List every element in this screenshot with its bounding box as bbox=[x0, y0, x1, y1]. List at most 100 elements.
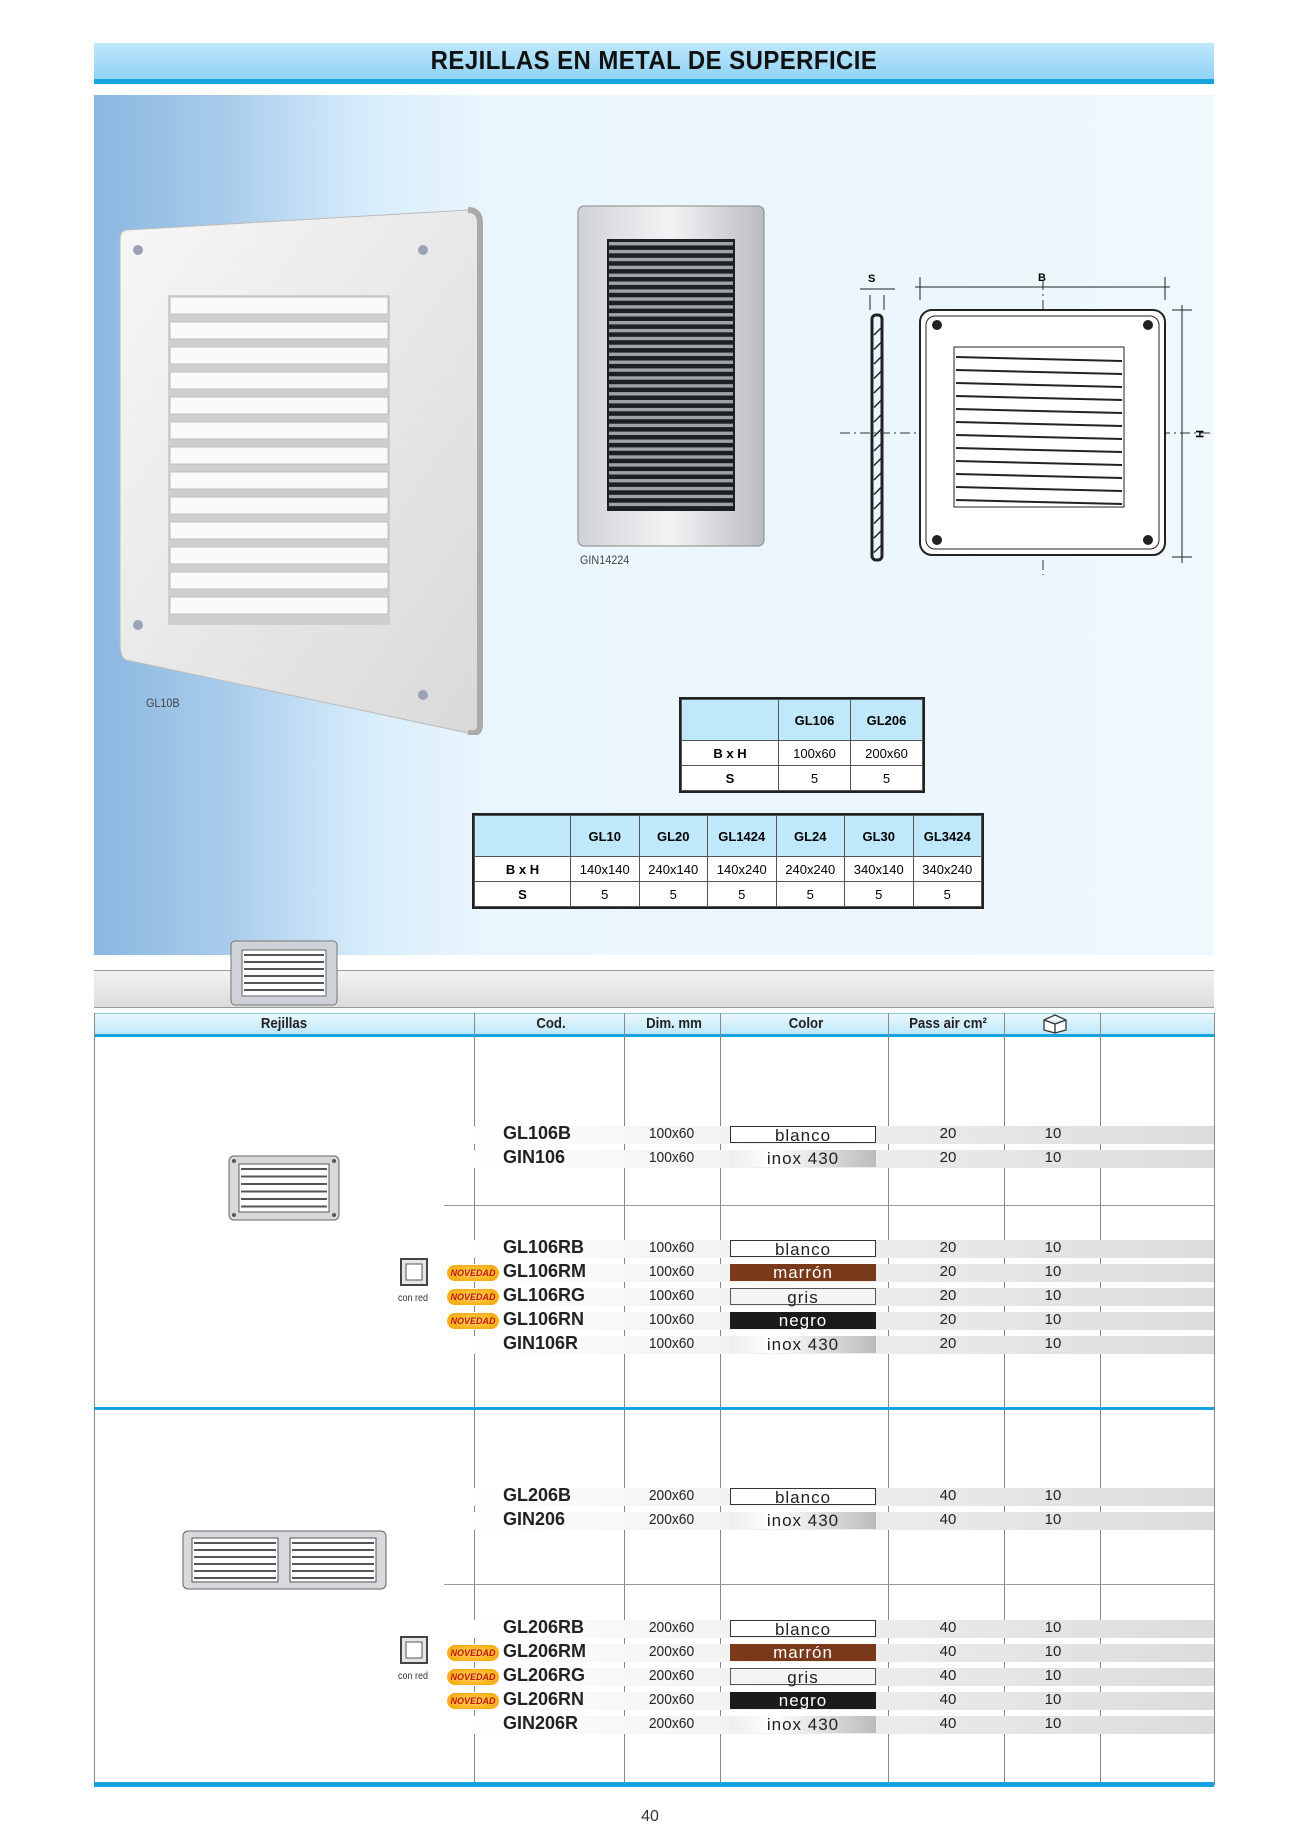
col-header-dim: Dim. mm bbox=[646, 1015, 702, 1032]
spec-large-cell: 140x240 bbox=[707, 856, 777, 882]
pass-air-value: 20 bbox=[939, 1263, 957, 1280]
slat bbox=[609, 392, 733, 396]
slat bbox=[873, 340, 883, 351]
caption-gl10b: GL10B bbox=[146, 696, 180, 710]
box-quantity: 10 bbox=[1044, 1263, 1062, 1280]
group-separator bbox=[444, 1584, 1214, 1585]
product-code: GL206RN bbox=[503, 1689, 585, 1709]
slat bbox=[609, 407, 733, 412]
slat bbox=[609, 502, 733, 507]
spec-large-corner bbox=[474, 815, 571, 857]
table-bottom-border bbox=[94, 1782, 1214, 1787]
spec-small-row-label: S bbox=[681, 765, 779, 791]
slat bbox=[609, 360, 733, 364]
table-border-left bbox=[94, 1013, 95, 1785]
color-swatch: negro bbox=[730, 1312, 876, 1329]
novedad-badge: NOVEDAD bbox=[447, 1669, 499, 1685]
spec-large-row-label: B x H bbox=[474, 856, 571, 882]
slat bbox=[609, 313, 733, 317]
dimension-s-label: S bbox=[868, 273, 875, 285]
product-dim: 200x60 bbox=[648, 1511, 695, 1528]
color-swatch: inox 430 bbox=[730, 1336, 876, 1353]
spec-large-header: GL24 bbox=[775, 815, 845, 857]
slat bbox=[609, 257, 733, 262]
product-dim: 100x60 bbox=[648, 1335, 695, 1352]
slat bbox=[169, 471, 389, 490]
slat bbox=[169, 346, 389, 365]
slat bbox=[609, 321, 733, 325]
color-swatch: inox 430 bbox=[730, 1150, 876, 1167]
col-divider bbox=[474, 1013, 475, 1785]
spec-large-cell: 5 bbox=[912, 881, 982, 907]
color-swatch: marrón bbox=[730, 1264, 876, 1281]
slat bbox=[609, 368, 733, 372]
group-separator bbox=[444, 1205, 1214, 1206]
col-header-rejillas: Rejillas bbox=[260, 1015, 308, 1032]
spec-small-cell: 5 bbox=[850, 765, 923, 791]
slat bbox=[955, 447, 1123, 453]
novedad-badge: NOVEDAD bbox=[447, 1645, 499, 1661]
slat bbox=[609, 431, 733, 435]
slat bbox=[955, 486, 1123, 492]
spec-large-cell: 240x240 bbox=[775, 856, 845, 882]
slat bbox=[873, 355, 883, 365]
product-dim: 100x60 bbox=[648, 1287, 695, 1304]
product-dim: 200x60 bbox=[648, 1487, 695, 1504]
product-dim: 100x60 bbox=[648, 1263, 695, 1280]
mesh-icon bbox=[400, 1258, 428, 1286]
slat bbox=[169, 371, 389, 390]
box-quantity: 10 bbox=[1044, 1125, 1062, 1142]
slat bbox=[873, 543, 883, 554]
slat bbox=[169, 496, 389, 515]
color-swatch: gris bbox=[730, 1288, 876, 1306]
pass-air-value: 20 bbox=[939, 1311, 957, 1328]
slat bbox=[609, 494, 733, 499]
slat bbox=[873, 427, 883, 438]
slat bbox=[873, 485, 883, 496]
slat bbox=[873, 471, 883, 481]
product-gl106-image bbox=[228, 1155, 340, 1221]
col-divider bbox=[1004, 1013, 1005, 1785]
slat bbox=[609, 352, 733, 356]
col-divider bbox=[720, 1013, 721, 1785]
color-swatch: blanco bbox=[730, 1488, 876, 1506]
pass-air-value: 20 bbox=[939, 1125, 957, 1142]
product-code: GL106RG bbox=[503, 1285, 586, 1305]
page-title: REJILLAS EN METAL DE SUPERFICIE bbox=[430, 45, 878, 75]
product-dim: 100x60 bbox=[648, 1311, 695, 1328]
novedad-badge: NOVEDAD bbox=[447, 1313, 499, 1329]
slat bbox=[169, 571, 389, 590]
slat bbox=[873, 413, 883, 423]
slat bbox=[609, 400, 733, 404]
product-dim: 200x60 bbox=[648, 1643, 695, 1660]
box-quantity: 10 bbox=[1044, 1487, 1062, 1504]
grille-gl10b-image bbox=[119, 207, 483, 735]
color-swatch: inox 430 bbox=[730, 1716, 876, 1733]
spec-small-header: GL106 bbox=[778, 699, 851, 741]
product-dim: 100x60 bbox=[648, 1239, 695, 1256]
spec-large-header: GL10 bbox=[570, 815, 640, 857]
slat bbox=[609, 479, 733, 483]
title-bar bbox=[94, 43, 1214, 84]
table-border-right bbox=[1214, 1013, 1215, 1785]
box-icon bbox=[1043, 1014, 1067, 1034]
spec-small-cell: 200x60 bbox=[850, 740, 923, 766]
product-dim: 200x60 bbox=[648, 1691, 695, 1708]
slat bbox=[955, 499, 1123, 505]
slat bbox=[609, 289, 733, 293]
product-dim: 100x60 bbox=[648, 1125, 695, 1142]
slat bbox=[609, 336, 733, 341]
slat bbox=[609, 376, 733, 380]
slat bbox=[873, 442, 883, 452]
slat bbox=[955, 421, 1123, 427]
color-swatch: blanco bbox=[730, 1240, 876, 1258]
spec-table-large: GL10 GL20 GL1424 GL24 GL30 GL3424 B x H … bbox=[472, 813, 984, 909]
spec-large-row-label: S bbox=[474, 881, 571, 907]
slat bbox=[873, 384, 883, 394]
slat bbox=[873, 514, 883, 525]
dimension-h-label: H bbox=[1193, 430, 1205, 438]
slat bbox=[609, 344, 733, 349]
slat bbox=[609, 281, 733, 285]
product-gl206-image bbox=[182, 1530, 387, 1590]
dimension-b-label: B bbox=[1038, 272, 1046, 284]
